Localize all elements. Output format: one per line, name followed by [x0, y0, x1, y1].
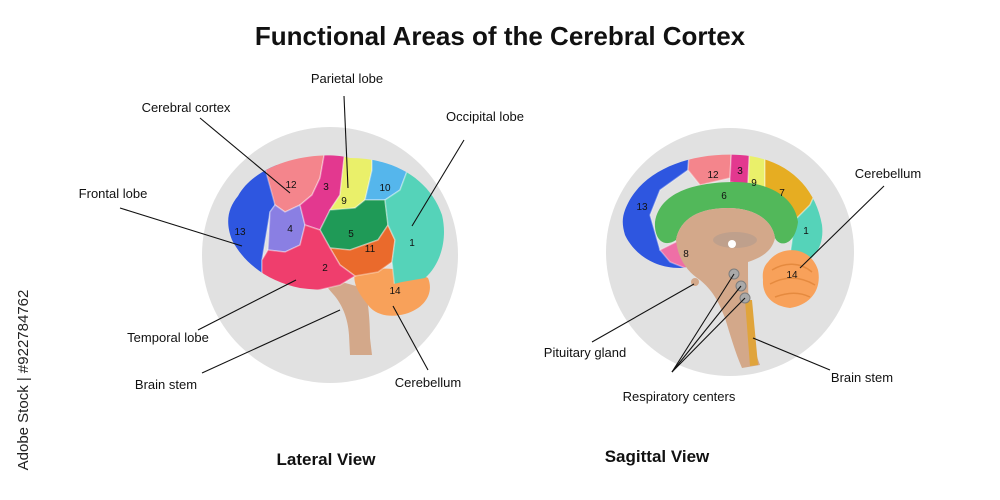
lateral-brain-stem-shape — [322, 275, 372, 355]
lateral-area-4-number: 4 — [287, 224, 293, 235]
lateral-area-9-number: 9 — [341, 196, 347, 207]
label-cerebral-cortex: Cerebral cortex — [142, 100, 231, 115]
label-sagittal-brain-stem: Brain stem — [831, 370, 893, 385]
lateral-area-13-number: 13 — [234, 227, 246, 238]
label-occipital-lobe: Occipital lobe — [446, 109, 524, 124]
leader-sagittal-brain-stem — [752, 337, 831, 371]
leader-occipital-lobe — [411, 139, 465, 227]
sagittal-view: 13 12 3 9 7 6 1 8 14 Cerebellum Pituitar… — [544, 128, 921, 466]
lateral-area-10-number: 10 — [379, 183, 391, 194]
sagittal-area-6-number: 6 — [721, 191, 727, 202]
sagittal-area-7-number: 7 — [779, 188, 785, 199]
lateral-area-11-number: 11 — [365, 244, 376, 255]
sagittal-area-3-number: 3 — [737, 166, 743, 177]
sagittal-cerebellum-folds — [769, 263, 816, 298]
label-brain-stem: Brain stem — [135, 377, 197, 392]
lateral-view-caption: Lateral View — [277, 450, 377, 469]
label-frontal-lobe: Frontal lobe — [79, 186, 148, 201]
lateral-area-2-shape — [261, 224, 357, 290]
leader-cerebral-cortex — [199, 117, 291, 194]
sagittal-area-13-number: 13 — [636, 202, 648, 213]
page-title: Functional Areas of the Cerebral Cortex — [255, 21, 746, 51]
leader-pituitary-gland — [591, 283, 695, 343]
sagittal-view-caption: Sagittal View — [605, 447, 710, 466]
leader-cerebellum — [392, 305, 429, 371]
leader-respiratory-1 — [671, 273, 735, 373]
label-parietal-lobe: Parietal lobe — [311, 71, 383, 86]
label-temporal-lobe: Temporal lobe — [127, 330, 209, 345]
sagittal-ventricle — [713, 232, 757, 248]
sagittal-area-12-shape — [687, 154, 733, 186]
leader-respiratory-3 — [671, 297, 746, 373]
lateral-area-5-number: 5 — [348, 229, 354, 240]
sagittal-cerebellum-shape — [762, 250, 819, 308]
leader-sagittal-cerebellum — [799, 185, 885, 269]
sagittal-area-1-number: 1 — [803, 226, 809, 237]
sagittal-thalamus-dot — [728, 240, 736, 248]
lateral-area-3-number: 3 — [323, 182, 329, 193]
label-respiratory-centers: Respiratory centers — [623, 389, 736, 404]
lateral-area-14-number: 14 — [389, 286, 401, 297]
lateral-area-12-number: 12 — [285, 180, 297, 191]
sagittal-area-14-number: 14 — [786, 270, 798, 281]
sagittal-area-6-shape — [654, 182, 798, 244]
label-pituitary-gland: Pituitary gland — [544, 345, 626, 360]
sagittal-spinal-strip — [745, 300, 758, 366]
leader-brain-stem — [201, 309, 341, 374]
watermark-text: Adobe Stock | #922784762 — [15, 290, 32, 471]
leader-temporal-lobe — [197, 279, 297, 331]
leader-parietal-lobe — [343, 95, 349, 189]
sagittal-area-8-number: 8 — [683, 249, 689, 260]
label-sagittal-cerebellum: Cerebellum — [855, 166, 921, 181]
leader-frontal-lobe — [119, 207, 243, 247]
lateral-area-1-number: 1 — [409, 238, 415, 249]
leader-respiratory-2 — [671, 285, 742, 373]
label-cerebellum: Cerebellum — [395, 375, 461, 390]
lateral-area-2-number: 2 — [322, 263, 328, 274]
sagittal-area-9-number: 9 — [751, 178, 757, 189]
sagittal-area-12-number: 12 — [707, 170, 719, 181]
lateral-view: 13 4 12 3 9 10 5 11 2 1 14 Parietal lobe… — [79, 71, 524, 469]
